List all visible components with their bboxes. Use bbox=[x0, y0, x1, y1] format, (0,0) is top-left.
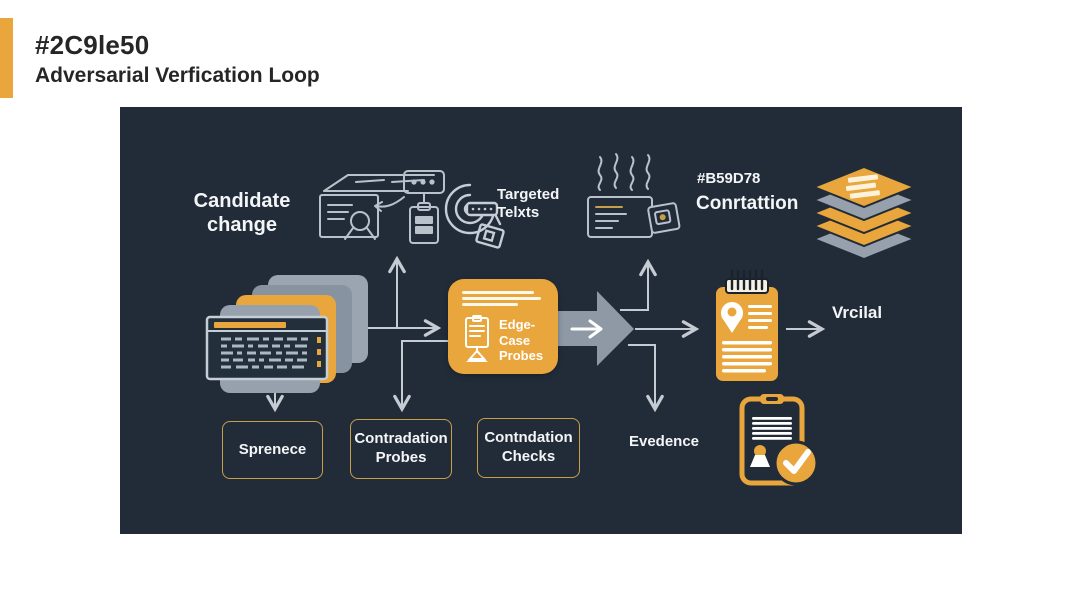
flow-arrow-icon bbox=[266, 255, 826, 413]
package-inspection-icon bbox=[319, 170, 445, 244]
verdict-label: Vrcilal bbox=[832, 303, 883, 322]
steaming-report-icon bbox=[587, 153, 681, 238]
flow-box-sprenece: Sprenece bbox=[222, 421, 323, 479]
targeted-texts-icon bbox=[444, 183, 505, 249]
stacked-layers-icon bbox=[811, 167, 917, 261]
candidate-change-label: Candidate change bbox=[193, 190, 291, 236]
edge-case-probes-node: Edge-Case Probes bbox=[448, 279, 558, 374]
card-stack-icon bbox=[205, 275, 368, 393]
edge-case-probes-label: Edge-Case Probes bbox=[499, 317, 544, 364]
flow-box-contradation-probes: Contradation Probes bbox=[350, 419, 452, 479]
clipboard-easel-icon bbox=[465, 315, 489, 362]
notepad-pin-icon bbox=[716, 269, 778, 381]
contration-label: Conrtattion bbox=[696, 193, 799, 214]
targeted-texts-label: Targeted Telxts bbox=[497, 186, 560, 221]
verified-badge-icon bbox=[739, 394, 819, 486]
flow-box-contndation-checks: Contndation Checks bbox=[477, 418, 580, 478]
header-accent-bar bbox=[0, 18, 13, 98]
page-title: Adversarial Verfication Loop bbox=[35, 64, 320, 87]
contration-code-label: #B59D78 bbox=[697, 170, 761, 187]
evidence-label: Evedence bbox=[628, 433, 700, 450]
header-code: #2C9le50 bbox=[35, 30, 150, 60]
diagram-panel: Candidate change bbox=[120, 107, 962, 534]
